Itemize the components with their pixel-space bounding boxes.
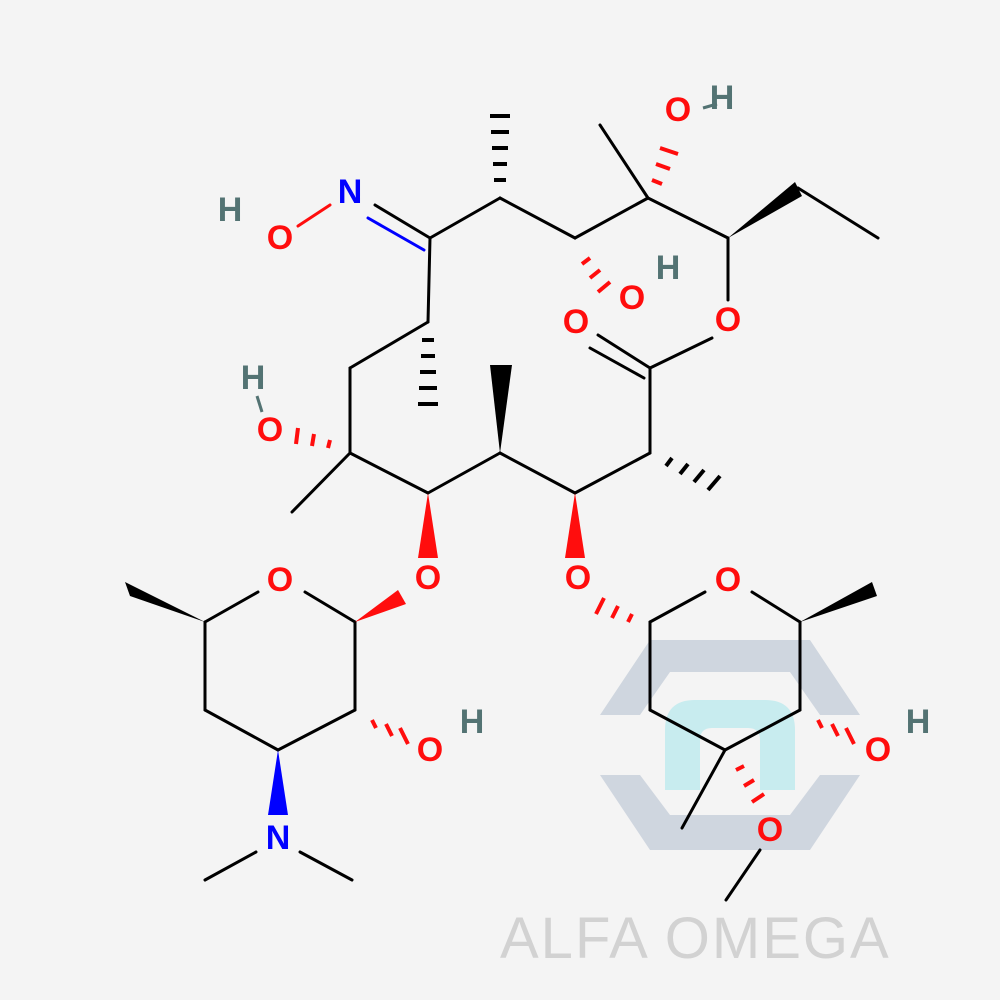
atom-label-n: N — [266, 819, 291, 857]
atom-label-h: H — [218, 191, 243, 229]
hash-bonds — [294, 114, 856, 804]
atom-label-o: O — [415, 559, 441, 597]
atom-label-o: O — [565, 559, 591, 597]
atom-label-o: O — [563, 303, 589, 341]
atom-label-o: O — [257, 411, 283, 449]
oh-bond — [255, 395, 264, 413]
atom-label-o: O — [757, 811, 783, 849]
atom-label-o: O — [267, 561, 293, 599]
atom-label-o: O — [665, 91, 691, 129]
atom-label-o: O — [267, 219, 293, 257]
atom-label-h: H — [241, 359, 266, 397]
atom-label-h: H — [656, 249, 681, 287]
watermark-text: ALFA OMEGA — [500, 906, 891, 971]
oh-bond — [702, 102, 718, 110]
atom-labels: H O N O H H O O O H O O O O O H N O O H … — [216, 79, 930, 857]
atom-label-o: O — [715, 561, 741, 599]
watermark-logo-icon — [600, 640, 860, 850]
bond-lines — [203, 123, 880, 902]
atom-label-o: O — [865, 731, 891, 769]
atom-label-o: O — [417, 731, 443, 769]
atom-label-o: O — [619, 279, 645, 317]
wedge-bonds — [125, 182, 877, 815]
atom-label-n: N — [338, 173, 363, 211]
atom-label-h: H — [906, 703, 931, 741]
atom-label-h: H — [460, 703, 485, 741]
atom-label-o: O — [715, 301, 741, 339]
atom-label-h: H — [710, 79, 735, 117]
